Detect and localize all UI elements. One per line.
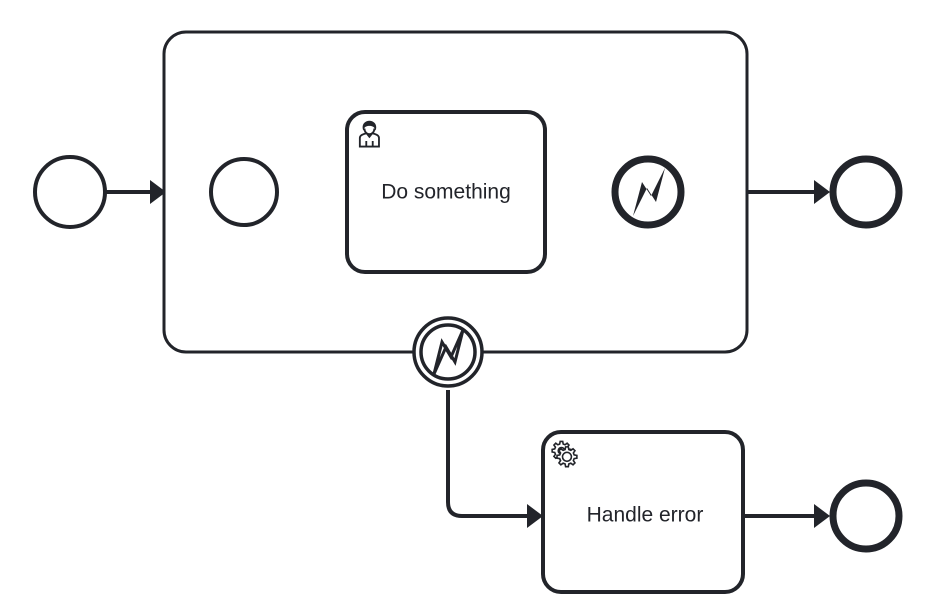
end-event-main[interactable] [829,155,903,229]
boundary-error-event[interactable] [412,316,484,388]
task-handle-error[interactable]: Handle error [541,430,745,594]
start-event-inner[interactable] [209,157,279,227]
flow-start-to-subprocess[interactable] [106,180,166,204]
task-handle-error-label: Handle error [587,504,704,527]
task-do-something[interactable]: Do something [345,110,547,274]
error-end-event[interactable] [611,155,685,229]
task-do-something-label: Do something [381,181,511,204]
lightning-bolt-filled-icon [633,168,665,216]
flow-subprocess-to-end[interactable] [747,180,830,204]
start-event-outer[interactable] [33,155,107,229]
flow-boundary-to-handle-error[interactable] [446,390,543,528]
lightning-bolt-outline-icon [432,329,465,375]
flow-handle-error-to-end[interactable] [743,504,830,528]
end-event-error-path[interactable] [829,479,903,553]
